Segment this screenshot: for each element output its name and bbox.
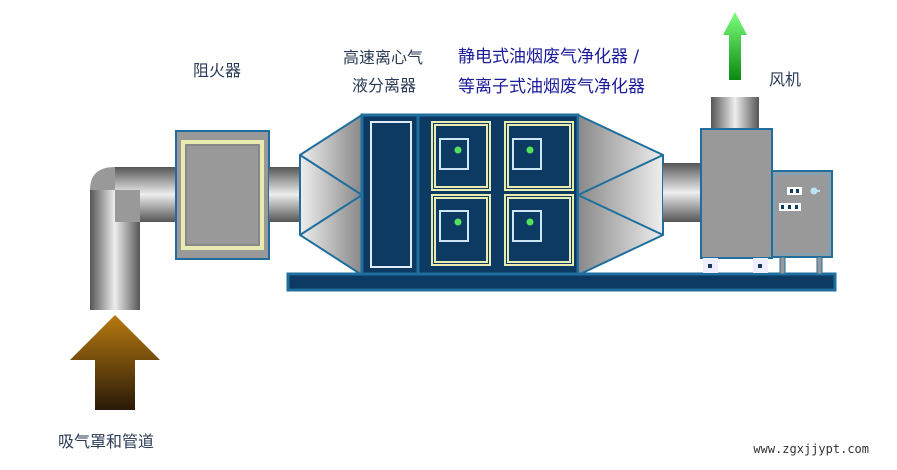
intake-duct — [90, 167, 177, 310]
purifier-label-line1: 静电式油烟废气净化器 / — [458, 47, 640, 67]
purifier-body — [360, 113, 580, 277]
intake-arrow-icon — [70, 315, 160, 410]
outlet-cone — [577, 113, 664, 277]
fan-label: 风机 — [769, 70, 802, 89]
control-cabinet — [771, 170, 833, 275]
purifier-label-line2: 等离子式油烟废气净化器 — [458, 77, 645, 97]
separator-panel — [370, 121, 412, 268]
intake-label: 吸气罩和管道 — [58, 432, 155, 451]
base-frame — [286, 272, 837, 292]
connecting-pipe — [269, 167, 300, 222]
fan-pipe — [663, 163, 701, 222]
watermark: www.zgxjjypt.com — [753, 442, 869, 456]
electrode-cells — [431, 121, 574, 266]
separator-label-line1: 高速离心气 — [343, 48, 424, 67]
exhaust-arrow-icon — [723, 12, 747, 80]
separator-label-line2: 液分离器 — [352, 76, 417, 95]
inlet-cone — [299, 113, 363, 277]
flame-arrestor — [175, 130, 270, 260]
flame-arrestor-label: 阻火器 — [193, 61, 242, 80]
fan — [700, 97, 773, 273]
indicator-lights — [454, 146, 534, 226]
